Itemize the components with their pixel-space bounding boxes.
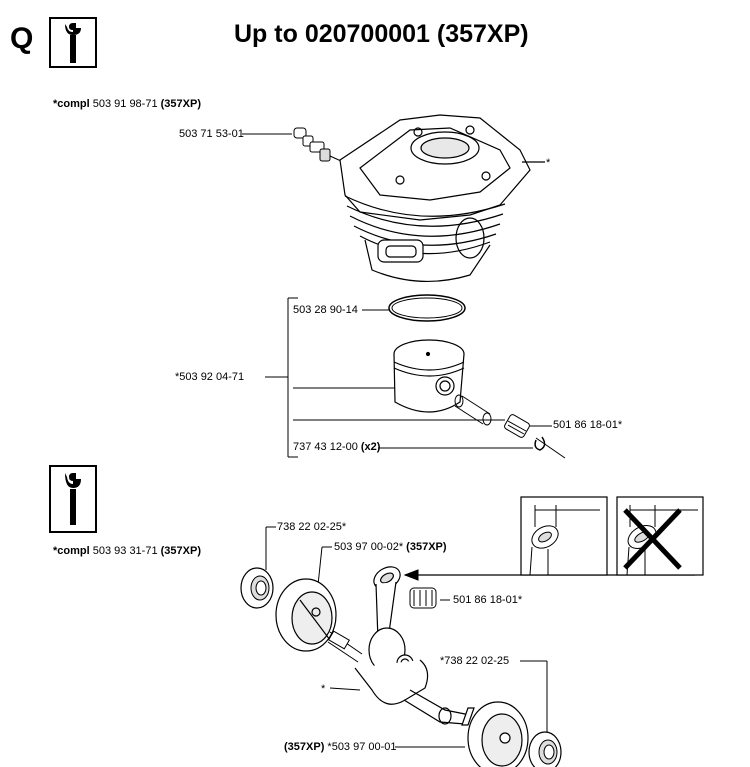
crankshaft-part	[354, 659, 475, 726]
crank-bearing-top-label: 738 22 02-25*	[277, 521, 347, 533]
compl-prefix: *compl	[53, 545, 90, 557]
service-tool-box-2	[49, 465, 97, 533]
piston-part	[393, 339, 465, 413]
crank-compl-note: *compl 503 93 31-71 (357XP)	[53, 545, 201, 557]
cylinder-compl-note: *compl 503 91 98-71 (357XP)	[53, 98, 201, 110]
crank-mark: *	[321, 683, 326, 695]
crankshaft-model: (357XP)	[406, 541, 447, 553]
inset-bad-measure: 15mm	[660, 505, 692, 517]
compl-model: (357XP)	[160, 98, 201, 110]
piston-ring-part	[388, 294, 466, 322]
connecting-rod-part	[368, 566, 414, 673]
crank-web-left-part	[275, 578, 341, 652]
decomp-valve-part	[293, 127, 353, 167]
piston-needle-bearing-label: 501 86 18-01*	[553, 419, 623, 431]
crank-bottom-label: (357XP) *503 97 00-01	[284, 741, 397, 754]
compl-number: 503 91 98-71	[89, 98, 161, 110]
decomp-valve-label: 503 71 53-01	[179, 128, 244, 140]
wrench-icon	[65, 473, 81, 525]
piston-assy-label: *503 92 04-71	[175, 371, 245, 383]
circlip-number: 737 43 12-00	[293, 441, 361, 453]
wrench-icon	[65, 23, 81, 63]
service-tool-box	[49, 17, 97, 68]
crank-bearing-right-label: *738 22 02-25	[440, 655, 510, 667]
inset-ok-measure: 13mm	[565, 505, 597, 517]
circlip-part	[534, 436, 546, 451]
crank-bearing-left-part	[240, 567, 274, 609]
circlip-label: 737 43 12-00 (x2)	[293, 441, 380, 454]
compl-prefix: *compl	[53, 98, 90, 110]
crankshaft-label: 503 97 00-02* (357XP)	[334, 541, 447, 554]
piston-pin-part	[454, 394, 492, 426]
section-letter: Q	[10, 22, 34, 55]
crank-bottom-number: *503 97 00-01	[324, 741, 397, 753]
crankshaft-number: 503 97 00-02*	[334, 541, 407, 553]
page-title: Up to 020700001 (357XP)	[234, 20, 529, 48]
compl-model: (357XP)	[160, 545, 201, 557]
cylinder-mark: *	[546, 157, 551, 169]
crank-bearing-bottom-part	[528, 731, 562, 767]
crank-needle-bearing-part	[409, 587, 437, 609]
piston-needle-bearing-part	[504, 414, 530, 438]
crank-needle-bearing-label: 501 86 18-01*	[453, 594, 523, 606]
piston-ring-label: 503 28 90-14	[293, 304, 358, 316]
cylinder-part	[339, 114, 545, 283]
crank-bottom-model: (357XP)	[284, 741, 325, 753]
compl-number: 503 93 31-71	[89, 545, 161, 557]
circlip-qty: (x2)	[360, 441, 381, 453]
crank-web-bottom-part	[467, 701, 529, 767]
